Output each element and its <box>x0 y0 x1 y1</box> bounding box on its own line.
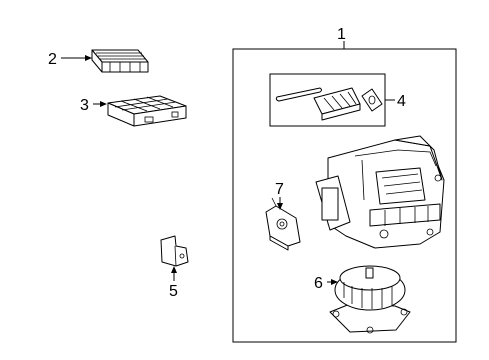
air-filter-part <box>91 49 149 73</box>
callout-6-arrowhead <box>331 279 338 285</box>
callout-7-arrowhead <box>277 203 283 210</box>
callout-3-arrowhead <box>100 101 107 107</box>
callout-2: 2 <box>48 51 92 68</box>
actuator-part <box>265 197 301 251</box>
callout-5: 5 <box>169 266 178 300</box>
callout-3-label: 3 <box>80 97 89 114</box>
blower-housing-part <box>315 135 445 249</box>
callout-2-label: 2 <box>48 51 57 68</box>
callout-7: 7 <box>275 181 284 210</box>
callout-4-label: 4 <box>397 93 406 110</box>
callout-2-arrowhead <box>85 55 92 61</box>
callout-6-label: 6 <box>314 275 323 292</box>
filter-case-part <box>107 95 187 127</box>
bracket-part <box>160 235 189 267</box>
callout-1: 1 <box>337 26 346 49</box>
small-parts-kit <box>275 87 383 121</box>
callout-5-label: 5 <box>169 283 178 300</box>
callout-5-arrowhead <box>171 266 177 273</box>
callout-3: 3 <box>80 97 107 114</box>
callout-1-label: 1 <box>337 26 346 43</box>
callout-4: 4 <box>385 93 406 110</box>
callout-6: 6 <box>314 275 338 292</box>
blower-motor-part <box>329 265 411 334</box>
callout-7-label: 7 <box>275 181 284 198</box>
